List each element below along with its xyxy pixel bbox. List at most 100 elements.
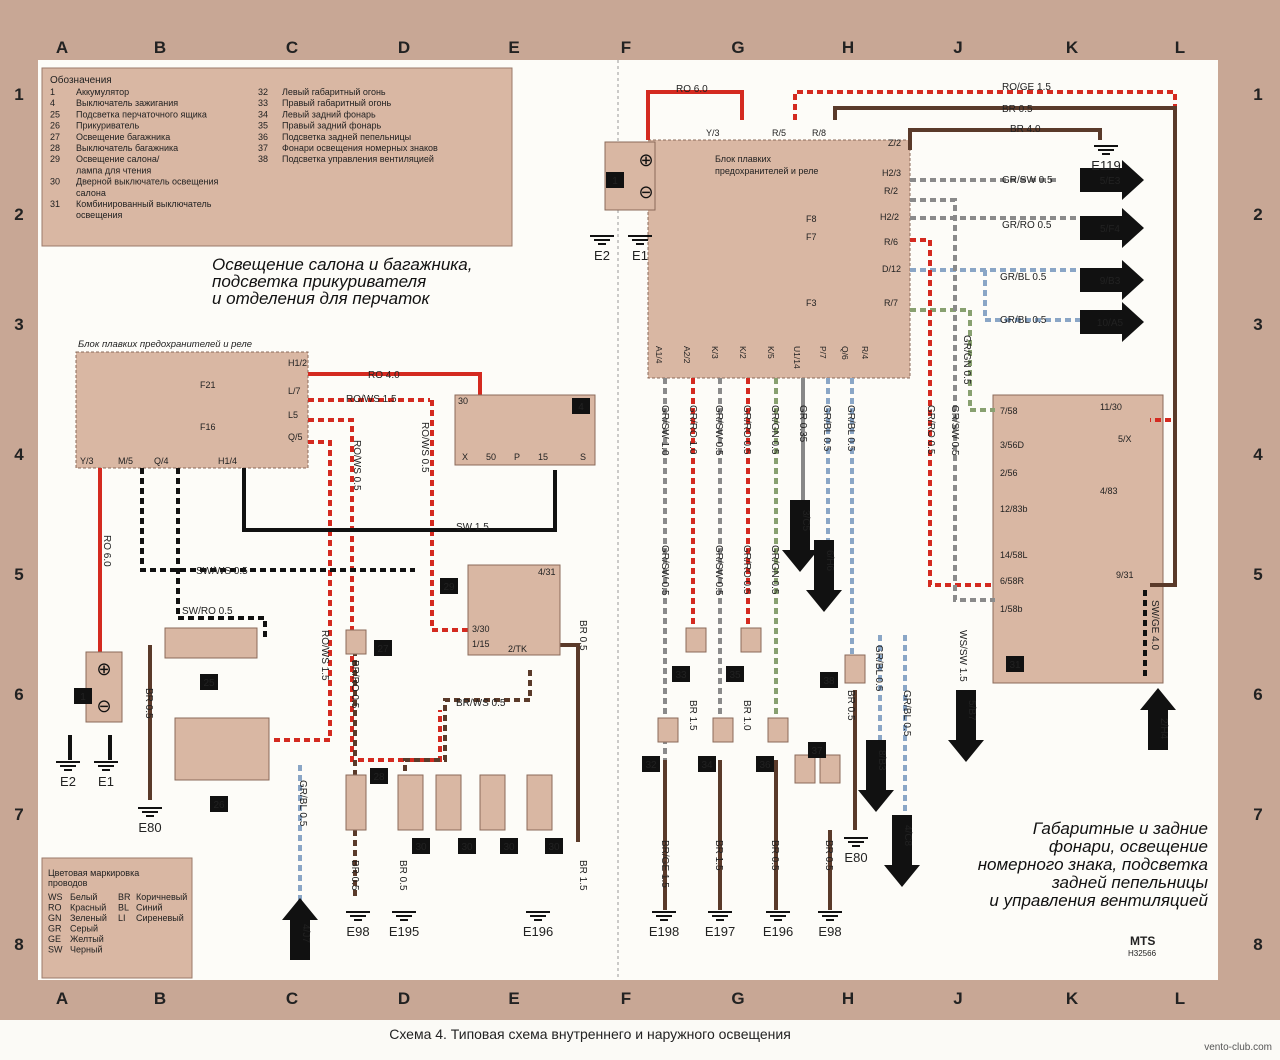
switch-pin-label: 3/56D bbox=[1000, 440, 1025, 450]
pin-label: Y/3 bbox=[706, 128, 720, 138]
section-title-line: подсветка прикуривателя bbox=[212, 272, 426, 291]
ground-icon bbox=[1094, 145, 1118, 155]
wires-left bbox=[68, 372, 580, 910]
section-title-line: и управления вентиляцией bbox=[989, 891, 1208, 910]
wire-label: GR/BL 0.5 bbox=[901, 690, 912, 737]
ground-label: E198 bbox=[649, 924, 679, 939]
ground-label: E80 bbox=[844, 850, 867, 865]
section-title-line: фонари, освещение bbox=[1049, 837, 1208, 856]
component-number: 37 bbox=[811, 746, 823, 757]
color-code-abbr: GN bbox=[48, 913, 62, 923]
legend-text: Дверной выключатель освещения bbox=[76, 177, 219, 187]
color-code-name: Сиреневый bbox=[136, 913, 184, 923]
wires-right bbox=[646, 90, 1177, 910]
component-number: 26 bbox=[213, 800, 225, 811]
component-number: 35 bbox=[729, 670, 741, 681]
ground-label: E80 bbox=[138, 820, 161, 835]
grid-row-label: 2 bbox=[1253, 205, 1262, 224]
wire-label: GR/BL 0.5 bbox=[1000, 315, 1047, 326]
wire-label: RO/WS 1.5 bbox=[346, 394, 397, 405]
plate-light-1 bbox=[794, 754, 816, 784]
component-number-badge bbox=[698, 756, 716, 772]
wire-label: GR/RO 0.5 bbox=[1002, 220, 1052, 231]
ground-icon bbox=[708, 911, 732, 921]
diagram-caption: Схема 4. Типовая схема внутреннего и нар… bbox=[389, 1026, 791, 1042]
arrows-layer: 5/E35/F49/B310/A53/C56/H65/B72/H48/B34/C… bbox=[282, 160, 1176, 960]
arrow-label: 8/B3 bbox=[876, 750, 887, 771]
legend-number: 4 bbox=[50, 98, 55, 108]
color-code-abbr: BL bbox=[118, 903, 129, 913]
pin-label: K/5 bbox=[766, 346, 776, 359]
component-number: 34 bbox=[701, 760, 713, 771]
pin-label: R/8 bbox=[812, 128, 826, 138]
grid-col-label: D bbox=[398, 989, 410, 1008]
color-code-name: Серый bbox=[70, 924, 98, 934]
color-code-name: Белый bbox=[70, 892, 97, 902]
wire-label: RO 4.0 bbox=[368, 370, 400, 381]
switch-pin-label: 7/58 bbox=[1000, 406, 1018, 416]
section-title-line: Освещение салона и багажника, bbox=[212, 255, 472, 274]
legend-number: 34 bbox=[258, 109, 268, 119]
pin-label: P/7 bbox=[818, 346, 828, 359]
component-number: 32 bbox=[645, 760, 657, 771]
grid-col-label: H bbox=[842, 38, 854, 57]
arrow-label: 4/J7 bbox=[300, 924, 311, 943]
ignition-switch bbox=[454, 394, 596, 466]
wire-label: GR/GN 0.5 bbox=[769, 545, 780, 595]
fuse-block-label-left: Блок плавких предохранителей и реле bbox=[78, 339, 252, 350]
wire-label: RO/WS 1.5 bbox=[319, 630, 330, 681]
legend-text: Выключатель зажигания bbox=[76, 98, 178, 108]
mts-logo: MTS bbox=[1130, 934, 1155, 948]
color-code-name: Желтый bbox=[70, 934, 104, 944]
grid-col-label: K bbox=[1066, 989, 1079, 1008]
pin-label: A2/2 bbox=[682, 346, 692, 364]
battery-right-minus-icon: ⊖ bbox=[638, 182, 653, 202]
color-code-abbr: LI bbox=[118, 913, 126, 923]
wire-label: GR/RO 0.5 bbox=[741, 405, 752, 455]
ground-icon bbox=[138, 807, 162, 817]
vent-control-light bbox=[844, 654, 866, 684]
fuse-block-right bbox=[647, 139, 911, 379]
component-number-badge bbox=[572, 398, 590, 414]
ground-label: E196 bbox=[763, 924, 793, 939]
legend-text: Левый задний фонарь bbox=[282, 109, 376, 119]
grid-col-label: C bbox=[286, 38, 298, 57]
lamp-pin-label: 2/TK bbox=[508, 644, 527, 654]
door-switch-1 bbox=[397, 774, 424, 831]
arrow-label: 3/C5 bbox=[800, 510, 811, 532]
wire-label: BR 0.5 bbox=[1002, 104, 1033, 115]
left-side-light bbox=[657, 717, 679, 743]
legend-text: Комбинированный выключатель bbox=[76, 199, 212, 209]
wire-label: GR/RO 0.5 bbox=[741, 545, 752, 595]
ground-label: E197 bbox=[705, 924, 735, 939]
right-side-light bbox=[685, 627, 707, 653]
section-title-line: Габаритные и задние bbox=[1033, 819, 1208, 838]
wire-label: BR 0.5 bbox=[349, 860, 360, 891]
grid-col-label: B bbox=[154, 38, 166, 57]
arrow-label: 5/F4 bbox=[1100, 224, 1120, 235]
section-left-title: Освещение салона и багажника,подсветка п… bbox=[212, 255, 472, 308]
grid-row-label: 4 bbox=[1253, 445, 1263, 464]
component-number: 28 bbox=[373, 772, 385, 783]
color-code-abbr: GR bbox=[48, 924, 62, 934]
component-number-badge bbox=[820, 672, 838, 688]
legend-title: Обозначения bbox=[50, 74, 112, 86]
wire-label: RO/GE 1.5 bbox=[1002, 82, 1051, 93]
legend-text: Фонари освещения номерных знаков bbox=[282, 143, 438, 153]
ignition-pin-label: P bbox=[514, 452, 520, 462]
legend-number: 29 bbox=[50, 154, 60, 164]
ground-icon bbox=[652, 911, 676, 921]
component-number: 25 bbox=[203, 678, 215, 689]
component-number-badge bbox=[210, 796, 228, 812]
switch-pin-label: 2/56 bbox=[1000, 468, 1018, 478]
ground-icon bbox=[526, 911, 550, 921]
wire-label: GR/SW 0.5 bbox=[949, 405, 960, 456]
component-number: 36 bbox=[759, 760, 771, 771]
ground-label: E1 bbox=[632, 248, 648, 263]
component-number: 1 bbox=[80, 692, 86, 703]
left-tail-light bbox=[712, 717, 734, 743]
wire-label: BR/RO 0.5 bbox=[349, 660, 360, 709]
door-switch-2 bbox=[435, 774, 462, 831]
